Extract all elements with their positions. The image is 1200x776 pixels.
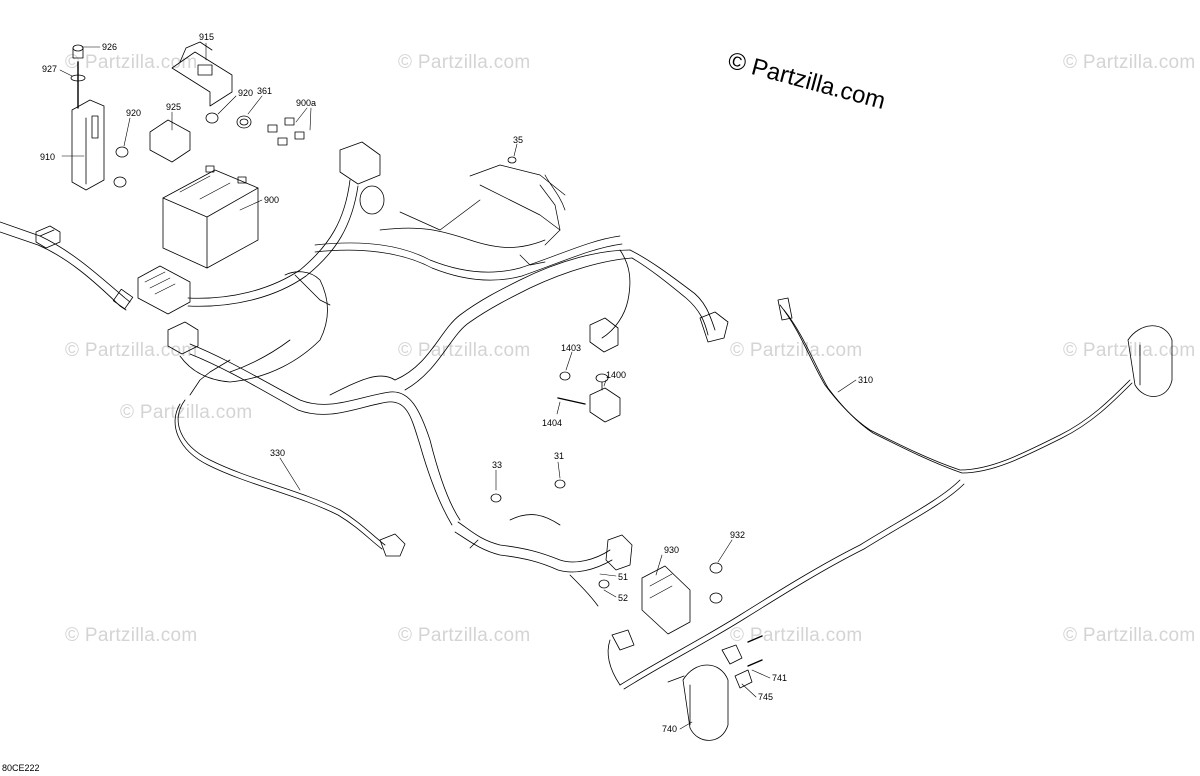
harness-310 [777, 297, 1133, 474]
callout-51: 51 [618, 572, 629, 582]
watermark: © Partzilla.com [65, 52, 198, 73]
callout-932: 932 [730, 530, 746, 540]
diagram-code: 80CE222 [2, 763, 40, 773]
callout-745: 745 [758, 692, 774, 702]
harness-lower-right [607, 479, 965, 690]
center-harness [189, 249, 729, 526]
callout-925: 925 [166, 102, 182, 112]
callout-930: 930 [664, 545, 680, 555]
callout-915: 915 [199, 32, 215, 42]
callout-900: 900 [264, 195, 280, 205]
watermark: © Partzilla.com [120, 402, 253, 423]
tail-light-740 [667, 664, 729, 741]
callout-741: 741 [772, 673, 788, 683]
watermark: © Partzilla.com [1063, 625, 1196, 646]
module-930 [641, 565, 691, 635]
tail-light-right [1127, 325, 1173, 397]
callout-920: 920 [238, 88, 254, 98]
battery [162, 165, 259, 269]
callout-330: 330 [270, 448, 286, 458]
leader-lines [59, 42, 857, 730]
fuse-box [137, 265, 191, 315]
battery-harness [187, 141, 385, 307]
small-hardware [113, 112, 723, 604]
lower-center-harness [454, 514, 633, 607]
bolts-741-745 [721, 635, 763, 689]
upper-harness [314, 164, 623, 281]
watermark: © Partzilla.com [65, 340, 198, 361]
watermark: © Partzilla.com [730, 625, 863, 646]
callout-33: 33 [492, 460, 503, 470]
callout-900a: 900a [296, 98, 317, 108]
callout-310: 310 [858, 375, 874, 385]
watermark: © Partzilla.com [730, 340, 863, 361]
callout-35: 35 [513, 135, 524, 145]
callout-740: 740 [662, 724, 678, 734]
main-harness [0, 221, 134, 311]
callout-927: 927 [42, 64, 58, 74]
watermark: © Partzilla.com [398, 52, 531, 73]
watermark: © Partzilla.com [1063, 52, 1196, 73]
watermark: © Partzilla.com [398, 340, 531, 361]
watermark: © Partzilla.com [65, 625, 198, 646]
watermark: © Partzilla.com [398, 625, 531, 646]
callout-926: 926 [102, 42, 118, 52]
callout-910: 910 [40, 152, 56, 162]
bracket-915 [171, 41, 233, 107]
callout-1400: 1400 [606, 370, 627, 380]
battery-strap [70, 44, 105, 191]
watermark: © Partzilla.com [1063, 340, 1196, 361]
callout-31: 31 [554, 451, 565, 461]
harness-330 [174, 359, 406, 557]
callout-920: 920 [126, 108, 142, 118]
callout-52: 52 [618, 593, 629, 603]
callout-361: 361 [257, 86, 273, 96]
callout-1403: 1403 [561, 343, 582, 353]
sensor-1400 [557, 371, 621, 423]
left-connector-harness [167, 271, 331, 383]
callout-1404: 1404 [542, 418, 563, 428]
